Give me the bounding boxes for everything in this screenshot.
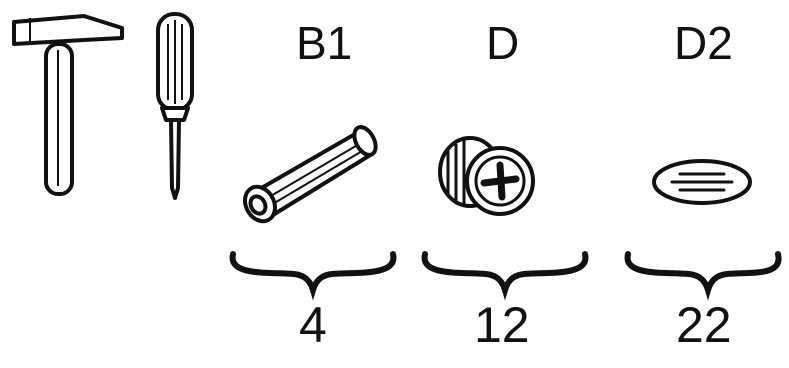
hammer-icon — [14, 16, 122, 194]
oval-pad-icon — [654, 161, 750, 203]
brace-d — [425, 254, 586, 290]
part-code-d2: D2 — [674, 20, 733, 66]
quantity-d2: 22 — [676, 300, 732, 350]
brace-b1 — [233, 254, 394, 290]
part-code-d: D — [486, 20, 519, 66]
screwdriver-icon — [158, 14, 192, 198]
part-code-b1: B1 — [296, 20, 352, 66]
cam-lock-icon — [440, 138, 533, 214]
quantity-d: 12 — [474, 300, 530, 350]
brace-d2 — [628, 254, 779, 290]
wooden-dowel-icon — [239, 124, 380, 227]
quantity-b1: 4 — [299, 300, 327, 350]
